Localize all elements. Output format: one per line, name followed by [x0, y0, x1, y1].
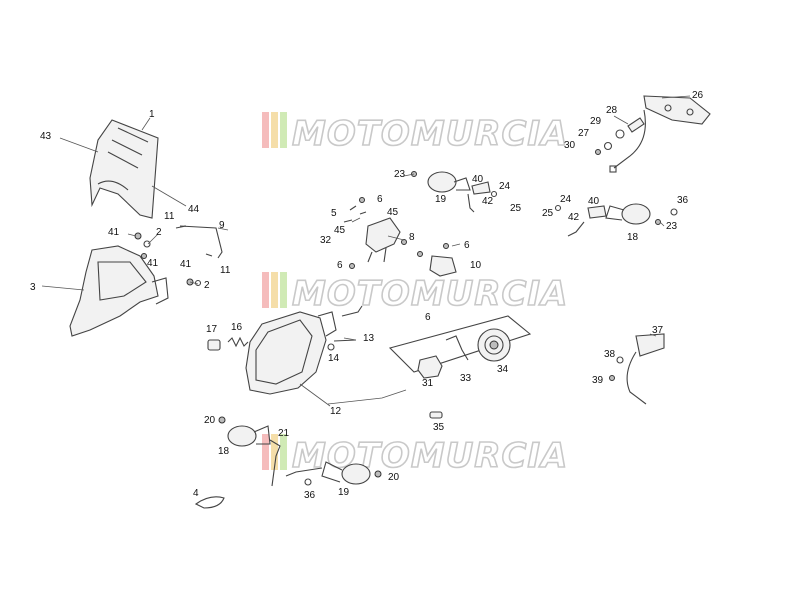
callout-5: 5: [331, 208, 337, 219]
callout-30: 30: [564, 140, 576, 151]
relay-part: [207, 336, 357, 351]
callout-2: 2: [204, 280, 210, 291]
watermark-stripe: [262, 434, 269, 470]
callout-41: 41: [180, 259, 192, 270]
callout-32: 32: [320, 235, 332, 246]
watermark-middle: MOTOMURCIA: [262, 272, 568, 315]
callout-34: 34: [497, 364, 509, 375]
callout-11: 11: [220, 265, 231, 276]
windscreen-part: [89, 119, 159, 219]
callout-20: 20: [204, 415, 216, 426]
callout-36: 36: [677, 195, 689, 206]
callout-13: 13: [363, 333, 375, 344]
watermark-text: MOTOMURCIA: [292, 114, 568, 154]
callout-43: 43: [40, 131, 52, 142]
watermark-stripe: [271, 272, 278, 308]
bracket-part: [343, 197, 449, 269]
callout-25: 25: [542, 208, 554, 219]
callout-42: 42: [482, 196, 494, 207]
plate-light-part: [609, 333, 665, 405]
callout-23: 23: [394, 169, 406, 180]
callout-40: 40: [472, 174, 484, 185]
callout-26: 26: [692, 90, 704, 101]
headlight-assembly-part: [245, 311, 337, 395]
watermark-stripe: [280, 434, 287, 470]
watermark-stripe: [271, 112, 278, 148]
callout-45: 45: [334, 225, 346, 236]
callout-28: 28: [606, 105, 618, 116]
cable-tie-part: [194, 496, 225, 509]
callout-labels: 1 43 44 11 9 41 2 41 3 41 11 2 17 16 13 …: [30, 90, 704, 501]
callout-1: 1: [149, 109, 155, 120]
callout-42: 42: [568, 212, 580, 223]
callout-40: 40: [588, 196, 600, 207]
watermark-text: MOTOMURCIA: [292, 436, 568, 476]
watermark-text: MOTOMURCIA: [292, 274, 568, 314]
front-indicator-left-part: [218, 416, 281, 487]
rear-indicator-left-part: [411, 171, 498, 213]
callout-12: 12: [330, 406, 342, 417]
callout-3: 3: [30, 282, 36, 293]
callout-41: 41: [108, 227, 120, 238]
callout-6: 6: [337, 260, 343, 271]
callout-36: 36: [304, 490, 316, 501]
callout-41: 41: [147, 258, 159, 269]
callout-14: 14: [328, 353, 340, 364]
callout-11: 11: [164, 211, 175, 222]
callout-8: 8: [409, 232, 415, 243]
front-indicator-right-part: [285, 461, 382, 486]
bulb-group: [388, 315, 532, 419]
callout-24: 24: [560, 194, 572, 205]
callout-24: 24: [499, 181, 511, 192]
leader-lines: [41, 95, 691, 407]
callout-19: 19: [338, 487, 350, 498]
callout-6: 6: [425, 312, 431, 323]
callout-29: 29: [590, 116, 602, 127]
watermark-stripe: [262, 112, 269, 148]
callout-27: 27: [578, 128, 590, 139]
callout-16: 16: [231, 322, 243, 333]
watermark-stripe: [271, 434, 278, 470]
callout-31: 31: [422, 378, 434, 389]
callout-39: 39: [592, 375, 604, 386]
callout-19: 19: [435, 194, 447, 205]
callout-20: 20: [388, 472, 400, 483]
callout-2: 2: [156, 227, 162, 238]
callout-37: 37: [652, 325, 664, 336]
callout-6: 6: [377, 194, 383, 205]
watermark-stripe: [262, 272, 269, 308]
callout-45: 45: [387, 207, 399, 218]
regulator-part: [341, 255, 457, 317]
callout-18: 18: [627, 232, 639, 243]
callout-4: 4: [193, 488, 199, 499]
callout-38: 38: [604, 349, 616, 360]
fairing-hardware: [134, 225, 223, 287]
watermark-top: MOTOMURCIA: [262, 112, 568, 155]
watermark-stripe: [280, 112, 287, 148]
callout-35: 35: [433, 422, 445, 433]
callout-33: 33: [460, 373, 472, 384]
callout-23: 23: [666, 221, 678, 232]
callout-18: 18: [218, 446, 230, 457]
callout-21: 21: [278, 428, 290, 439]
callout-6: 6: [464, 240, 470, 251]
rear-indicator-right-part: [554, 203, 678, 237]
headlight-fairing-part: [69, 245, 169, 337]
callout-9: 9: [219, 220, 225, 231]
callout-25: 25: [510, 203, 522, 214]
tail-light-part: [595, 95, 711, 173]
watermark-bottom: MOTOMURCIA: [262, 434, 568, 477]
callout-10: 10: [470, 260, 482, 271]
watermark-stripe: [280, 272, 287, 308]
callout-44: 44: [188, 204, 200, 215]
callout-17: 17: [206, 324, 218, 335]
